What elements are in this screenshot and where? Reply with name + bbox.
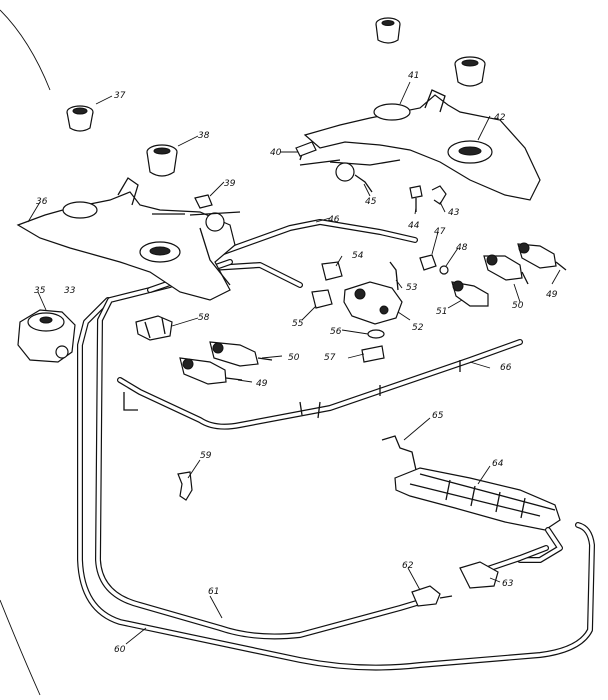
burner-cap-top-left: [375, 17, 401, 44]
label-44: 44: [408, 221, 420, 231]
gas-tube-60: [77, 297, 595, 671]
page-corner-arc-lower: [0, 599, 41, 696]
burner-cap-top-right: [454, 56, 486, 87]
label-66: 66: [500, 363, 512, 373]
page-corner-arc: [0, 9, 51, 91]
label-49-right: 49: [546, 290, 558, 300]
burner-cap-37: [66, 105, 94, 132]
label-37: 37: [114, 91, 126, 101]
gas-tube-61: [95, 282, 423, 640]
valve-body-52: [343, 281, 403, 325]
label-45: 45: [365, 197, 377, 207]
bracket-58: [135, 315, 173, 341]
label-65: 65: [432, 411, 444, 421]
clip-43: [431, 185, 447, 205]
burner-assembly-36: [16, 177, 241, 301]
washer-56: [367, 329, 385, 339]
label-49-left: 49: [256, 379, 268, 389]
clip-39: [194, 194, 213, 209]
fitting-55: [311, 289, 333, 309]
label-36: 36: [36, 197, 48, 207]
bracket-57: [361, 345, 385, 363]
orifice-47: [419, 254, 437, 271]
valve-49-right: [517, 242, 567, 271]
manifold-pipe-66: [117, 339, 523, 430]
label-59: 59: [200, 451, 212, 461]
label-50-left: 50: [288, 353, 300, 363]
fitting-54: [321, 261, 343, 281]
label-39: 39: [224, 179, 236, 189]
burner-assembly-41-42: [299, 89, 541, 201]
burner-tube-63: [459, 545, 549, 589]
valve-51: [451, 280, 489, 307]
fitting-62: [411, 585, 453, 607]
bracket-45: [354, 174, 373, 193]
burner-cap-38: [146, 144, 178, 177]
valve-50-right: [483, 254, 529, 285]
label-47: 47: [434, 227, 446, 237]
label-38: 38: [198, 131, 210, 141]
label-60: 60: [114, 645, 126, 655]
bracket-65: [381, 435, 417, 471]
label-63: 63: [502, 579, 514, 589]
label-61: 61: [208, 587, 219, 597]
label-46: 46: [328, 215, 340, 225]
label-53: 53: [406, 283, 418, 293]
orifice-48: [439, 265, 449, 275]
label-41: 41: [408, 71, 419, 81]
valve-50-left: [209, 341, 273, 367]
leader-lines: [27, 81, 561, 645]
regulator-33: [17, 309, 76, 363]
label-33: 33: [64, 286, 76, 296]
part-labels: 37 38 39 36 35 33 40 41 42 43 44 45 46 4…: [34, 71, 558, 655]
label-55: 55: [292, 319, 304, 329]
label-64: 64: [492, 459, 504, 469]
label-52: 52: [412, 323, 424, 333]
label-35: 35: [34, 286, 46, 296]
fitting-53: [389, 261, 399, 291]
label-42: 42: [494, 113, 506, 123]
spark-electrode-40: [295, 141, 317, 157]
clip-59: [177, 471, 193, 501]
label-57: 57: [324, 353, 336, 363]
label-54: 54: [352, 251, 364, 261]
label-43: 43: [448, 208, 460, 218]
label-50-right: 50: [512, 301, 524, 311]
oven-burner-64: [394, 467, 563, 563]
valve-49-left: [179, 357, 243, 385]
label-48: 48: [456, 243, 468, 253]
label-51: 51: [436, 307, 447, 317]
label-58: 58: [198, 313, 210, 323]
label-56: 56: [330, 327, 342, 337]
label-62: 62: [402, 561, 414, 571]
label-40: 40: [270, 148, 282, 158]
